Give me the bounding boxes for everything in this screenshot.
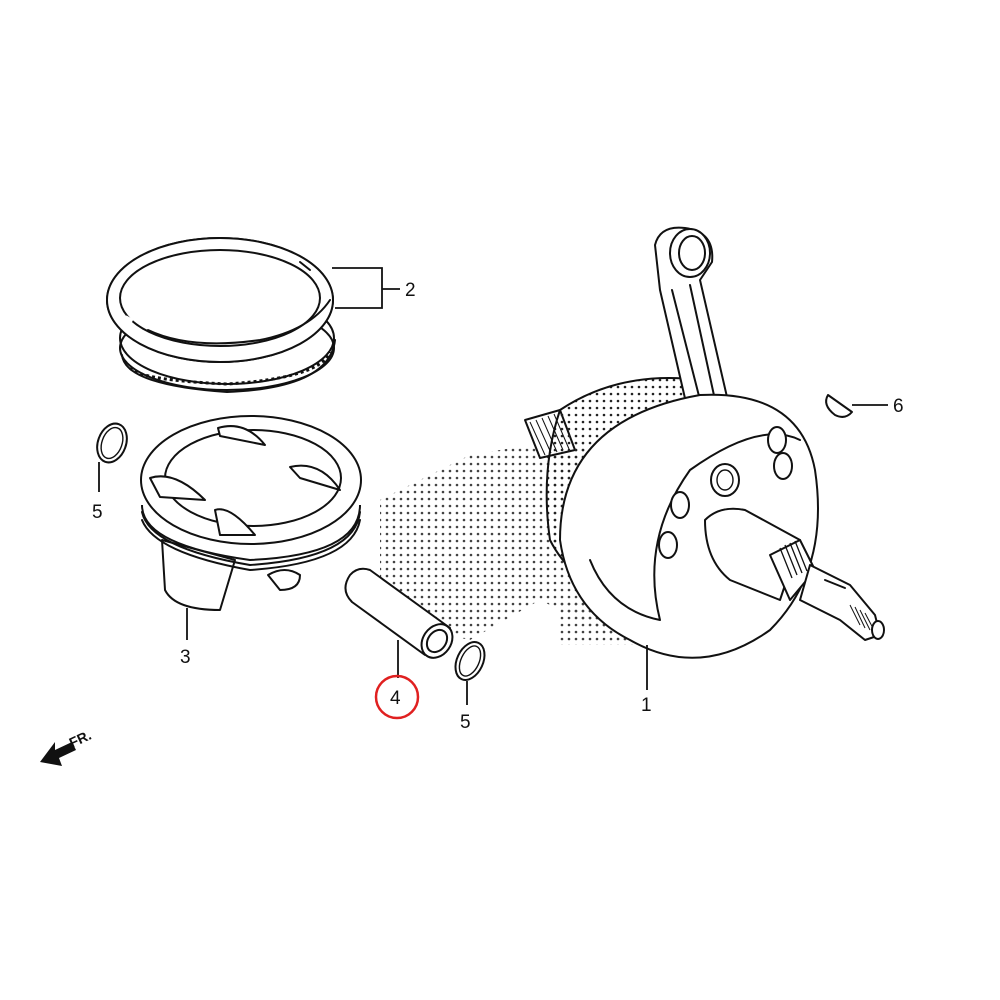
callout-label-2[interactable]: 2: [405, 280, 416, 301]
callout-label-3[interactable]: 3: [180, 647, 191, 668]
piston-pin-clip-right[interactable]: [450, 637, 490, 705]
callout-label-6[interactable]: 6: [893, 396, 904, 417]
callout-label-5-right[interactable]: 5: [460, 712, 471, 733]
callout-label-4[interactable]: 4: [390, 688, 401, 709]
piston-pin[interactable]: [344, 567, 458, 678]
crankshaft[interactable]: [524, 226, 885, 690]
callout-label-1[interactable]: 1: [641, 695, 652, 716]
woodruff-key[interactable]: [825, 394, 888, 418]
highlight-circle: [374, 674, 420, 720]
piston[interactable]: [140, 415, 362, 640]
piston-pin-clip-left[interactable]: [92, 419, 132, 492]
front-arrow-icon: [40, 742, 76, 766]
callout-2-leader: [332, 267, 400, 309]
piston-ring-set[interactable]: [106, 237, 336, 393]
front-direction-label: FR.: [67, 727, 94, 751]
callout-label-5-left[interactable]: 5: [92, 502, 103, 523]
